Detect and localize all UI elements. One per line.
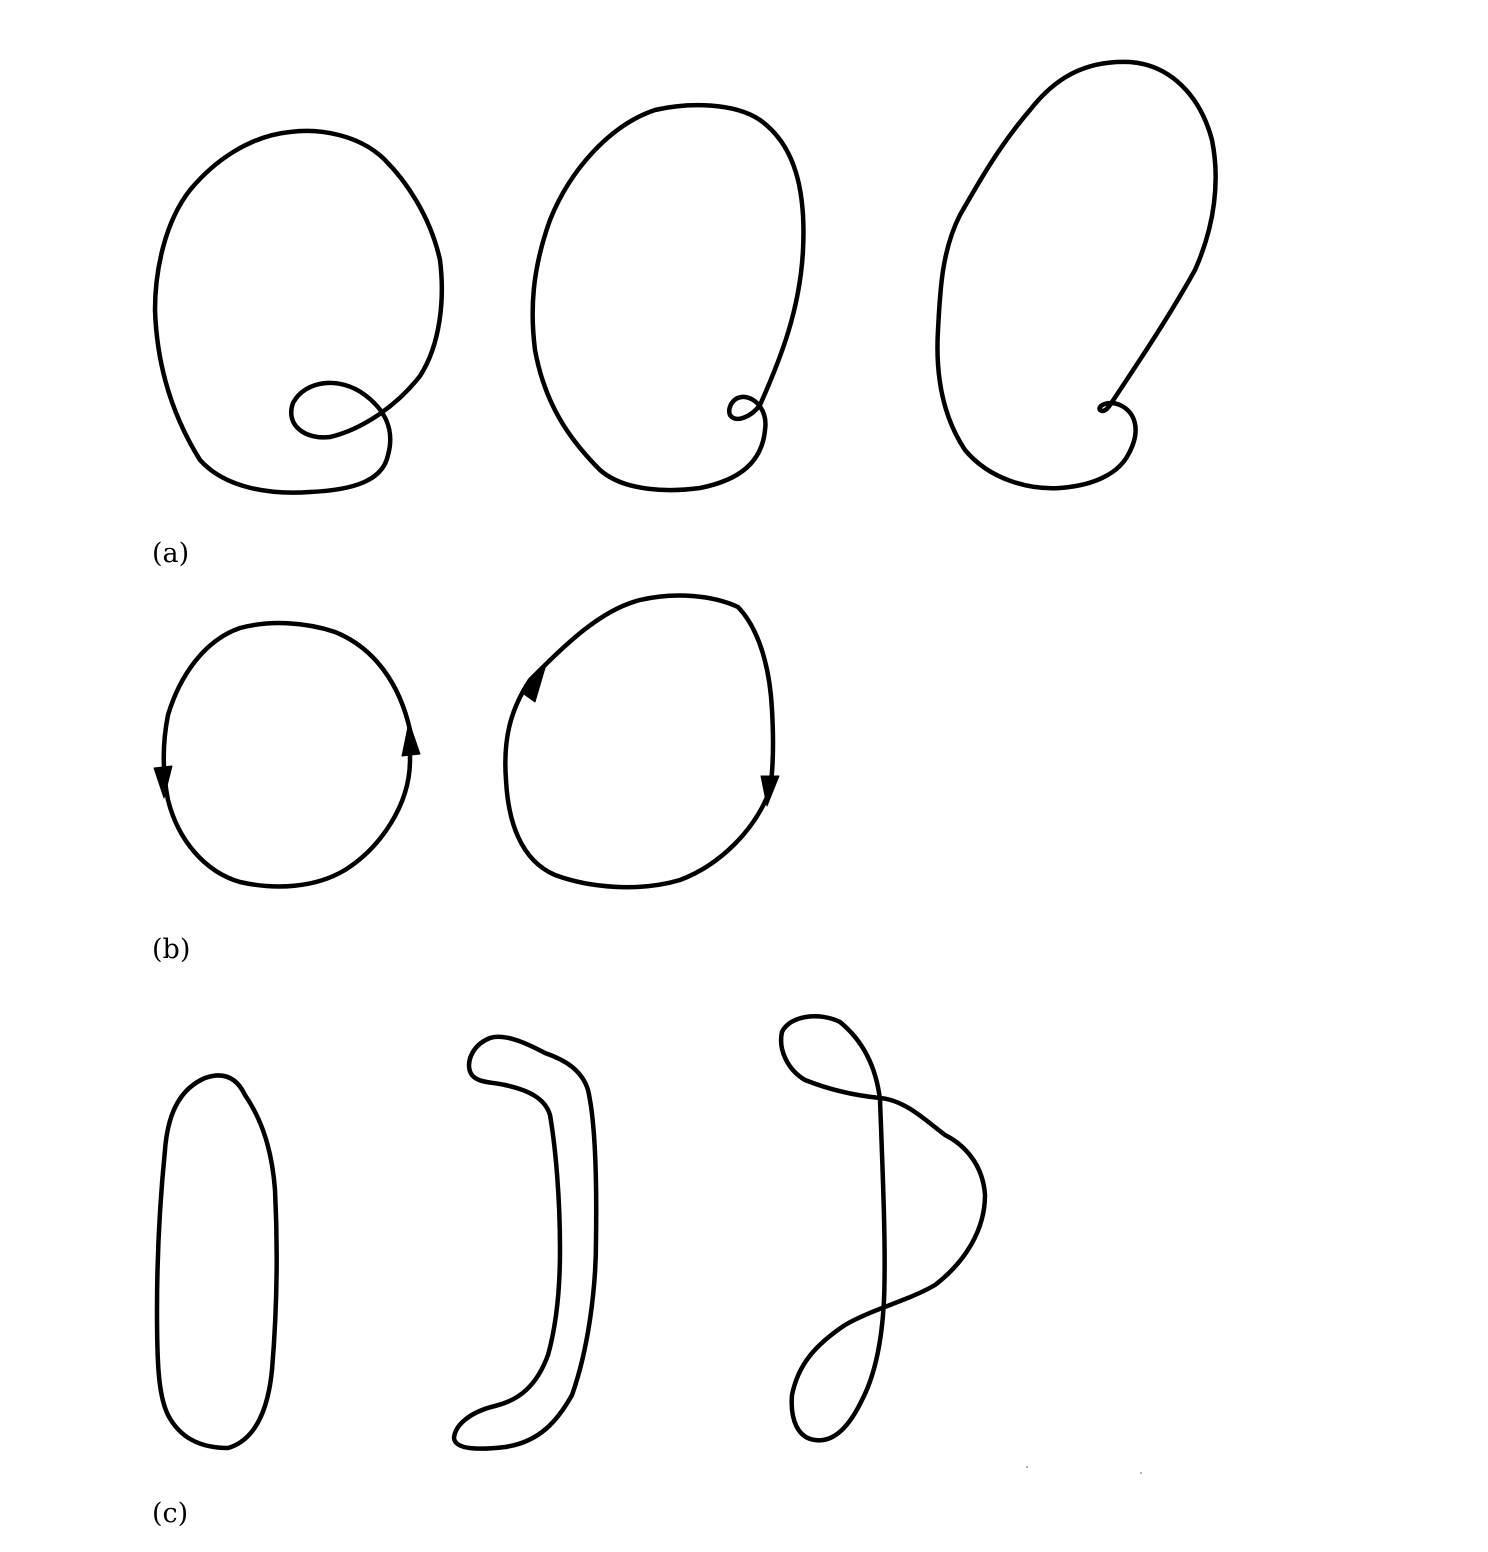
panel-label-b: (b) [152, 934, 191, 965]
curve-a3 [935, 59, 1218, 491]
arrow-b1-left [153, 765, 173, 799]
panel-a-curves [152, 59, 1218, 495]
curve-a2 [530, 102, 806, 493]
curve-a1 [152, 128, 445, 495]
panel-c-curves [154, 1014, 988, 1451]
scan-speck [1140, 1472, 1142, 1474]
scan-speck [1026, 1466, 1028, 1468]
panel-b-curves [153, 593, 780, 890]
panel-label-c: (c) [152, 1498, 189, 1529]
curve-c3 [778, 1014, 988, 1443]
panel-label-a: (a) [152, 538, 190, 569]
arrow-b2-down [760, 775, 780, 807]
curve-b1 [161, 620, 413, 889]
arrow-b1-right [401, 721, 421, 757]
arrow-b2-up [520, 667, 546, 703]
curve-b2 [503, 593, 776, 890]
curve-c1 [154, 1073, 279, 1451]
curve-c2 [451, 1034, 599, 1451]
